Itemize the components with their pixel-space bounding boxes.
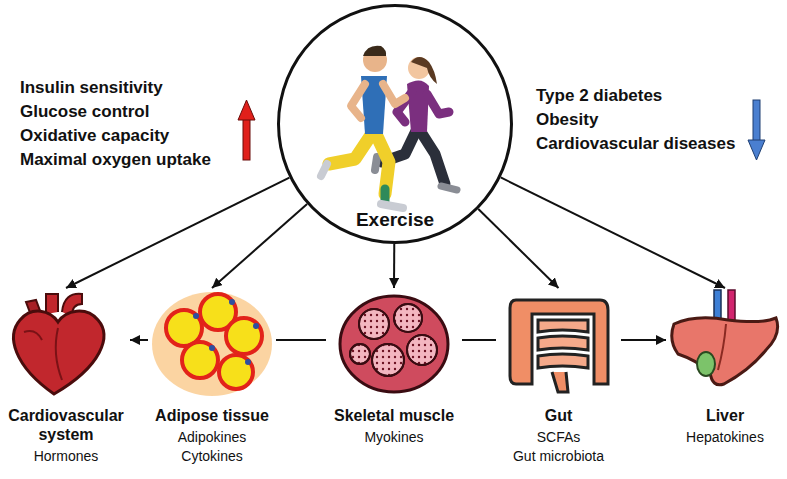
node-title: Adipose tissue (148, 406, 276, 425)
connector-arrow (212, 204, 307, 288)
connector-arrow (478, 209, 558, 288)
muscle-icon (326, 288, 462, 400)
gut-node: GutSCFAsGut microbiota (496, 288, 621, 466)
effect-label: Obesity (536, 110, 598, 130)
node-subtitle: Cytokines (148, 447, 276, 466)
connector-arrow (462, 339, 496, 341)
adipose-node: Adipose tissueAdipokinesCytokines (148, 288, 276, 466)
node-title: Liver (666, 406, 784, 425)
node-subtitle: Myokines (326, 428, 462, 447)
node-subtitle: Gut microbiota (496, 447, 621, 466)
connector-arrow (501, 177, 725, 288)
node-title: Gut (496, 406, 621, 425)
node-title: Skeletal muscle (326, 406, 462, 425)
effect-label: Insulin sensitivity (20, 78, 163, 98)
effect-label: Cardiovascular diseases (536, 134, 735, 154)
connector-arrow (66, 178, 289, 288)
up-arrow (238, 100, 255, 160)
exercise-circle: Exercise (277, 4, 513, 244)
down-arrow (748, 100, 765, 160)
effect-label: Oxidative capacity (20, 126, 169, 146)
muscle-node: Skeletal muscleMyokines (326, 288, 462, 447)
node-subtitle: Hormones (2, 447, 130, 466)
node-title: Exercise (280, 209, 510, 231)
effect-label: Maximal oxygen uptake (20, 150, 211, 170)
node-subtitle: Adipokines (148, 428, 276, 447)
cardiovascular-node: Cardiovascular systemHormones (2, 288, 130, 466)
connector-arrow (130, 339, 148, 341)
connector-arrow (393, 244, 395, 288)
node-title: Cardiovascular system (2, 406, 130, 444)
gut-icon (496, 288, 621, 400)
liver-icon (666, 288, 784, 400)
effect-label: Glucose control (20, 102, 149, 122)
heart-icon (2, 288, 130, 400)
liver-node: LiverHepatokines (666, 288, 784, 447)
adipose-icon (148, 288, 276, 400)
connector-arrow (276, 339, 326, 341)
runners-illustration (277, 4, 513, 244)
effect-label: Type 2 diabetes (536, 86, 662, 106)
node-subtitle: Hepatokines (666, 428, 784, 447)
connector-arrow (621, 339, 666, 341)
node-subtitle: SCFAs (496, 428, 621, 447)
